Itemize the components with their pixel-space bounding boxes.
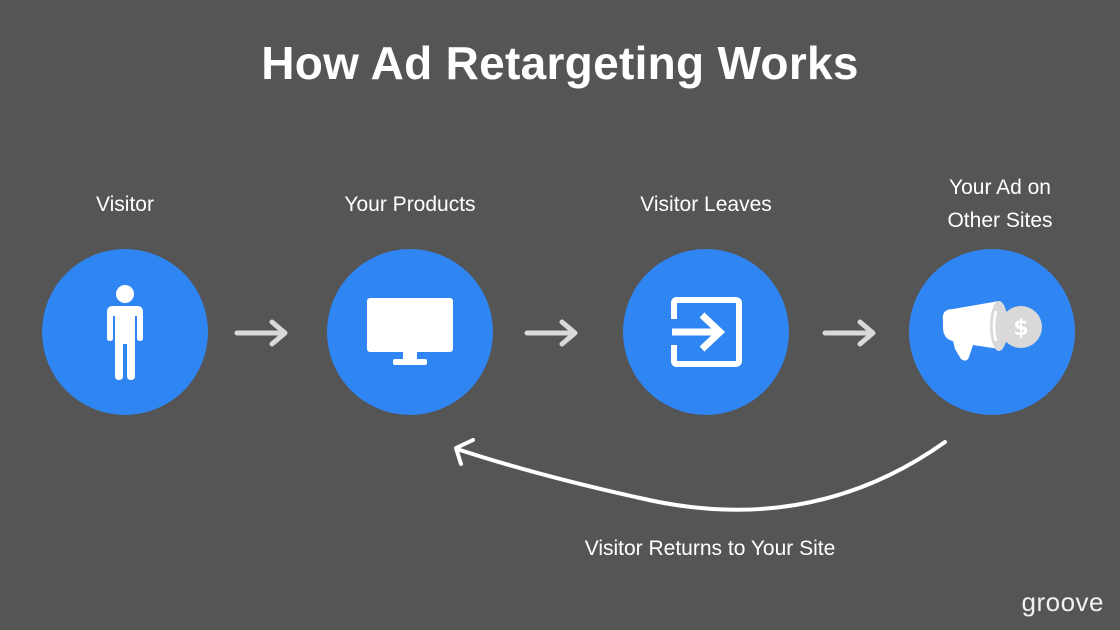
step-label-visitor-leaves: Visitor Leaves <box>640 193 772 216</box>
monitor-icon <box>367 298 453 366</box>
flow-arrow-1 <box>234 319 288 347</box>
flow-arrow-2 <box>524 319 578 347</box>
step-circle-your-ad: $ <box>909 249 1075 415</box>
return-flow-label: Visitor Returns to Your Site <box>584 537 836 560</box>
megaphone-dollar-icon: $ <box>939 301 1045 363</box>
page-title: How Ad Retargeting Works <box>261 37 859 89</box>
exit-arrow-icon <box>670 297 742 367</box>
step-label-your-products: Your Products <box>344 193 476 216</box>
flow-arrow-3 <box>822 319 876 347</box>
step-label-line-2: Other Sites <box>947 209 1053 232</box>
step-label-your-ad: Your Ad on Other Sites <box>880 171 1120 237</box>
step-circle-visitor-leaves <box>623 249 789 415</box>
step-circle-your-products <box>327 249 493 415</box>
step-circle-visitor <box>42 249 208 415</box>
return-curve-arrow <box>454 438 947 512</box>
svg-text:$: $ <box>1013 316 1028 341</box>
brand-logo: groove <box>1021 587 1104 617</box>
step-label-line-1: Your Ad on <box>949 176 1051 199</box>
person-icon <box>105 284 145 380</box>
step-label-visitor: Visitor <box>96 193 154 216</box>
